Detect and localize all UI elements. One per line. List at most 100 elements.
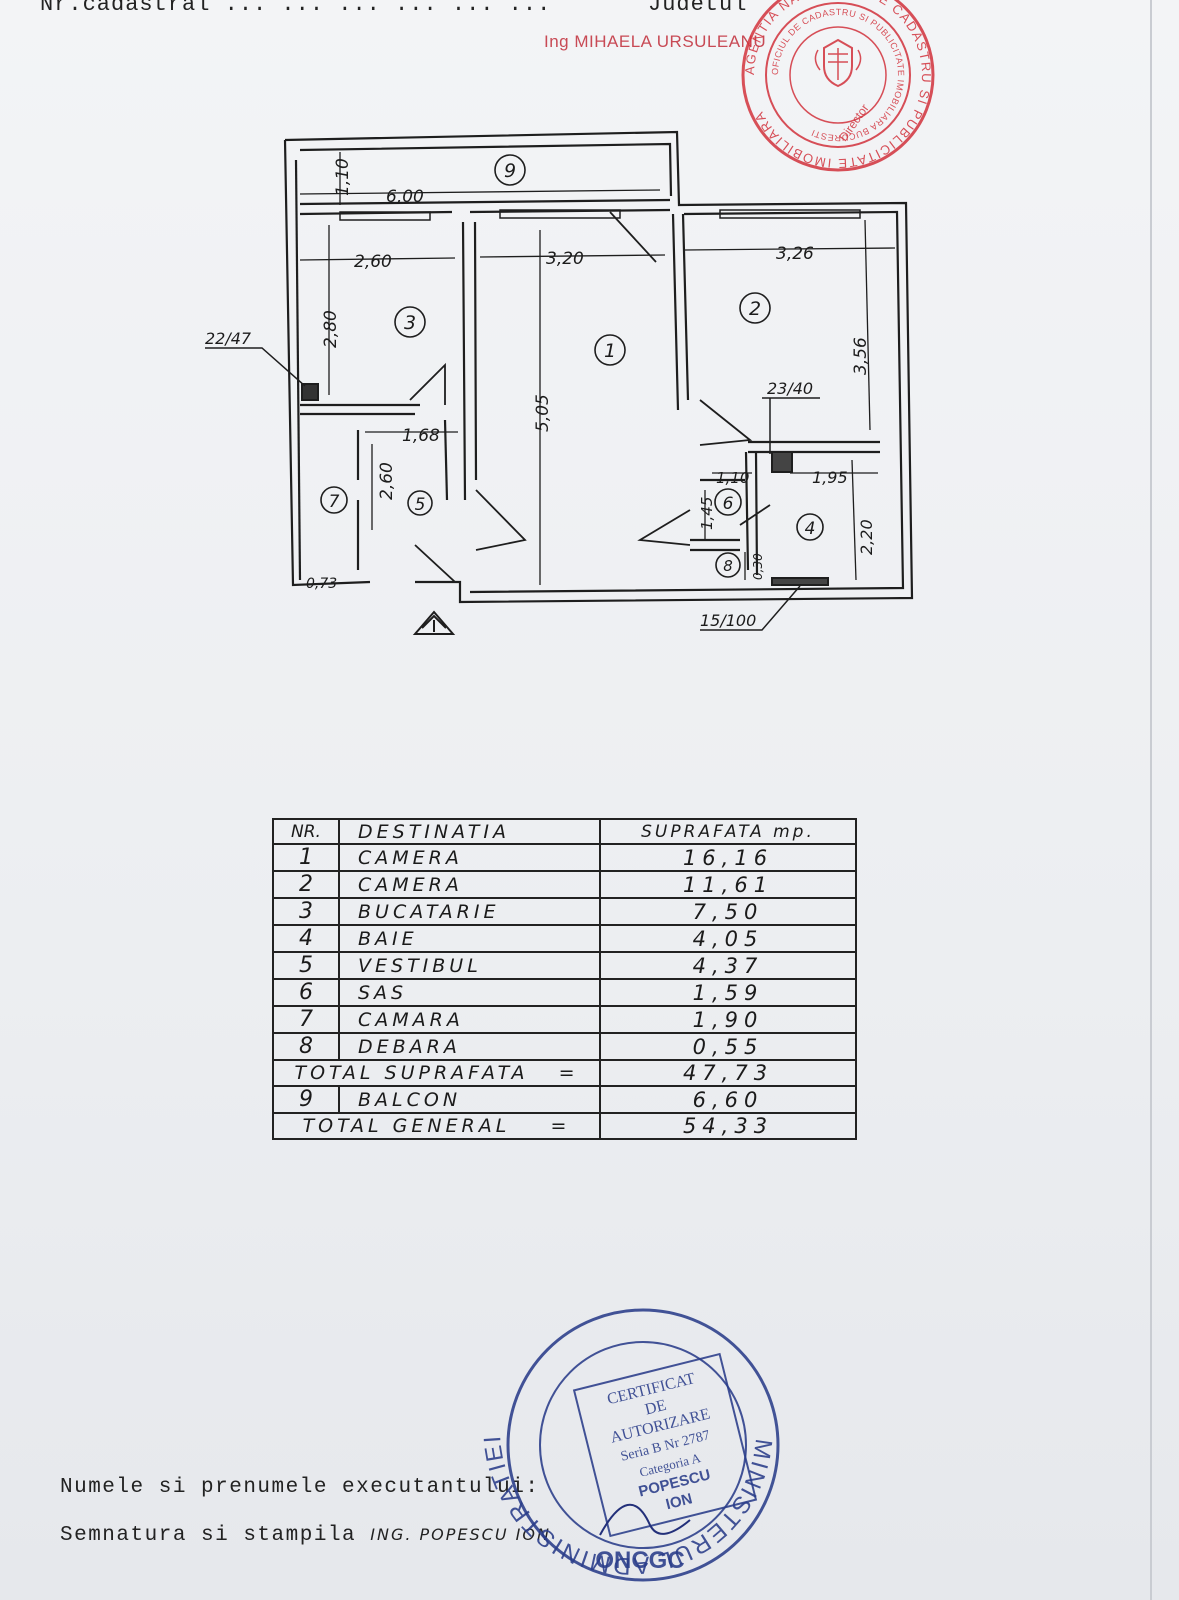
dim-0-30: 0,30 <box>751 553 765 580</box>
row-suprafata: 0,55 <box>599 1032 857 1061</box>
dimension-line <box>299 152 896 585</box>
total-general-row: TOTAL GENERAL = 54,33 <box>272 1112 857 1140</box>
table-row: 4 BAIE 4,05 <box>272 924 857 953</box>
room-number-2: 2 <box>749 298 761 320</box>
row-suprafata: 7,50 <box>599 897 857 926</box>
cert-line-7: ION <box>664 1490 694 1513</box>
stamp-bottom-ring-text: MINISTERUL ADMINISTRATIEI PUBLICE <box>0 0 775 1579</box>
row-suprafata: 4,05 <box>599 924 857 953</box>
dim-0-73: 0,73 <box>306 576 337 592</box>
dim-5-05: 5,05 <box>533 394 553 432</box>
total-general-text: TOTAL GENERAL <box>302 1115 511 1137</box>
coat-of-arms-icon <box>814 38 862 88</box>
ventilation-shaft <box>301 383 829 586</box>
row-suprafata: 4,37 <box>599 951 857 980</box>
room-number-3: 3 <box>404 312 416 334</box>
table-row: 1 CAMERA 16,16 <box>272 843 857 872</box>
row-nr: 8 <box>272 1032 340 1061</box>
balcon-suprafata: 6,60 <box>599 1085 857 1114</box>
room-number-5: 5 <box>415 495 426 515</box>
dim-2-60-vest: 2,60 <box>377 462 397 500</box>
row-nr: 4 <box>272 924 340 953</box>
table-row: 7 CAMARA 1,90 <box>272 1005 857 1034</box>
table-row: 5 VESTIBUL 4,37 <box>272 951 857 980</box>
nr-cadastral-label: Nr.cadastral ... ... ... ... ... ... <box>40 0 552 17</box>
balcon-destinatia: BALCON <box>338 1085 601 1114</box>
table-header-row: NR. DESTINATIA SUPRAFATA mp. <box>272 818 857 845</box>
table-row: 6 SAS 1,59 <box>272 978 857 1007</box>
room-number-9: 9 <box>504 160 516 182</box>
row-nr: 6 <box>272 978 340 1007</box>
row-suprafata: 16,16 <box>599 843 857 872</box>
dim-1-45: 1,45 <box>698 497 716 530</box>
door-swing <box>409 211 771 583</box>
balcon-nr: 9 <box>272 1085 340 1114</box>
stamp-bottom-oncgc: ONCGC <box>595 1547 684 1574</box>
header-suprafata: SUPRAFATA mp. <box>599 818 857 845</box>
row-destinatia: CAMARA <box>338 1005 601 1034</box>
signature-label-line: Semnatura si stampila ING. POPESCU ION <box>60 1524 551 1547</box>
shaft-label-22-47: 22/47 <box>205 329 252 348</box>
dim-2-80: 2,80 <box>321 310 341 348</box>
row-nr: 1 <box>272 843 340 872</box>
dim-1-10: 1,10 <box>716 469 749 487</box>
dim-2-60: 2,60 <box>354 252 392 272</box>
balcony-rail <box>299 198 671 206</box>
engineer-name: Ing MIHAELA URSULEANU <box>544 32 767 51</box>
row-destinatia: SAS <box>338 978 601 1007</box>
dim-1-95: 1,95 <box>812 468 848 487</box>
certificate-box <box>572 1352 758 1538</box>
row-destinatia: DEBARA <box>338 1032 601 1061</box>
window-strip <box>339 209 861 221</box>
total-general-eq: = <box>550 1115 571 1137</box>
signature-scribble-icon <box>599 1504 691 1536</box>
room-number-8: 8 <box>723 557 733 575</box>
dim-1-68: 1,68 <box>402 426 440 446</box>
total-suprafata-label: TOTAL SUPRAFATA = <box>272 1059 601 1087</box>
outer-wall <box>283 130 914 604</box>
room-number-7: 7 <box>329 492 340 512</box>
dim-6-00: 6,00 <box>386 187 424 207</box>
row-nr: 2 <box>272 870 340 899</box>
red-stamp-circle <box>741 0 935 172</box>
table-row: 3 BUCATARIE 7,50 <box>272 897 857 926</box>
surface-table: NR. DESTINATIA SUPRAFATA mp. 1 CAMERA 16… <box>272 818 857 1140</box>
svg-text:MINISTERUL ADMINISTRATIEI PUBL: MINISTERUL ADMINISTRATIEI PUBLICE <box>0 0 775 1579</box>
row-destinatia: BUCATARIE <box>338 897 601 926</box>
row-suprafata: 1,59 <box>599 978 857 1007</box>
shaft-label-15-100: 15/100 <box>700 611 756 630</box>
cert-line-2: DE <box>643 1397 668 1419</box>
handwritten-signature: ING. POPESCU ION <box>370 1525 551 1544</box>
total-general-label: TOTAL GENERAL = <box>272 1112 601 1140</box>
row-nr: 5 <box>272 951 340 980</box>
row-nr: 7 <box>272 1005 340 1034</box>
table-row: 2 CAMERA 11,61 <box>272 870 857 899</box>
room-number-circle <box>320 154 824 578</box>
total-suprafata-eq: = <box>558 1062 579 1084</box>
signature-label: Semnatura si stampila <box>60 1524 357 1547</box>
judetul-label: Judetul <box>648 0 748 17</box>
total-suprafata-value: 47,73 <box>599 1059 857 1087</box>
row-destinatia: CAMERA <box>338 870 601 899</box>
north-arrow-icon <box>412 610 456 635</box>
row-destinatia: CAMERA <box>338 843 601 872</box>
row-suprafata: 11,61 <box>599 870 857 899</box>
interior-wall <box>300 213 880 576</box>
dim-3-26: 3,26 <box>776 244 814 264</box>
total-suprafata-row: TOTAL SUPRAFATA = 47,73 <box>272 1059 857 1087</box>
executant-name-label: Numele si prenumele executantului: <box>60 1476 540 1499</box>
row-destinatia: BAIE <box>338 924 601 953</box>
header-destinatia: DESTINATIA <box>338 818 601 845</box>
row-destinatia: VESTIBUL <box>338 951 601 980</box>
leader-line <box>205 347 820 631</box>
dim-2-20: 2,20 <box>857 519 876 555</box>
page-fold-line <box>1150 0 1152 1600</box>
shaft-label-23-40: 23/40 <box>767 379 813 398</box>
total-general-value: 54,33 <box>599 1112 857 1140</box>
room-number-1: 1 <box>604 340 616 362</box>
dim-3-56: 3,56 <box>851 337 871 375</box>
